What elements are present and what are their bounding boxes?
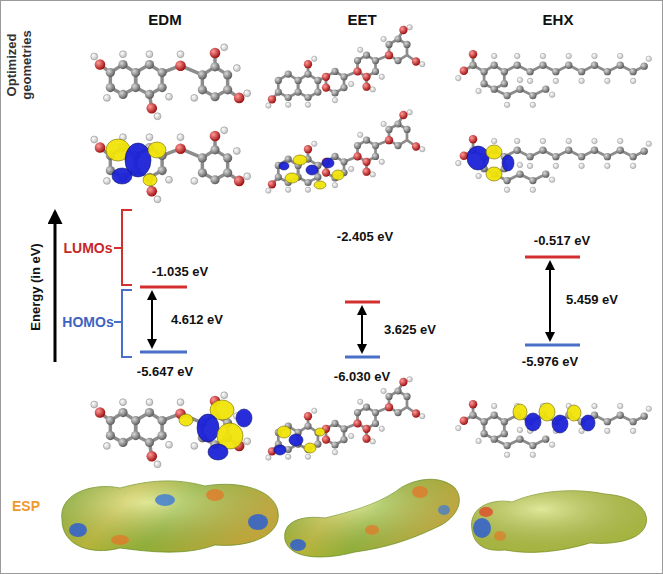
energy-value: -1.035 eV [152, 265, 208, 280]
bracket-label: HOMOs [62, 314, 113, 330]
edm-lumo-molecule [91, 127, 251, 203]
energy-diagram [55, 210, 580, 362]
ehx-esp-surface [472, 491, 647, 553]
gap-value: 4.612 eV [171, 313, 223, 328]
ehx-homo-lobes [513, 403, 595, 433]
eet-lumo-lobes [279, 155, 344, 189]
gap-value: 3.625 eV [384, 323, 436, 338]
eet-molecule [266, 25, 425, 109]
energy-value: -5.647 eV [137, 365, 193, 380]
bracket-label: LUMOs [64, 240, 113, 256]
row-heading: Optimized geometries [5, 23, 35, 107]
energy-value: -0.517 eV [534, 234, 590, 249]
edm-esp-surface [62, 481, 279, 552]
ehx-lumo-molecule [456, 135, 652, 193]
eet-homo-lobes [274, 426, 325, 455]
energy-value: -2.405 eV [337, 230, 393, 245]
column-title: EET [347, 11, 376, 28]
ehx-lumo-lobes [467, 145, 514, 181]
energy-value: -6.030 eV [334, 370, 390, 385]
edm-lumo-lobes [106, 139, 166, 186]
column-title: EHX [543, 11, 574, 28]
energy-value: -5.976 eV [522, 355, 578, 370]
eet-esp-surface [285, 479, 460, 557]
column-title: EDM [148, 11, 181, 28]
eet-homo-molecule [266, 377, 425, 461]
edm-homo-molecule [91, 392, 251, 468]
edm-homo-lobes [179, 400, 252, 460]
gap-value: 5.459 eV [566, 293, 618, 308]
edm-molecule [91, 44, 251, 120]
ehx-molecule [456, 50, 652, 108]
eet-lumo-molecule [266, 110, 425, 194]
row-heading: ESP [12, 498, 40, 514]
ehx-homo-molecule [456, 400, 652, 458]
axis-label: Energy (in eV) [29, 243, 44, 330]
